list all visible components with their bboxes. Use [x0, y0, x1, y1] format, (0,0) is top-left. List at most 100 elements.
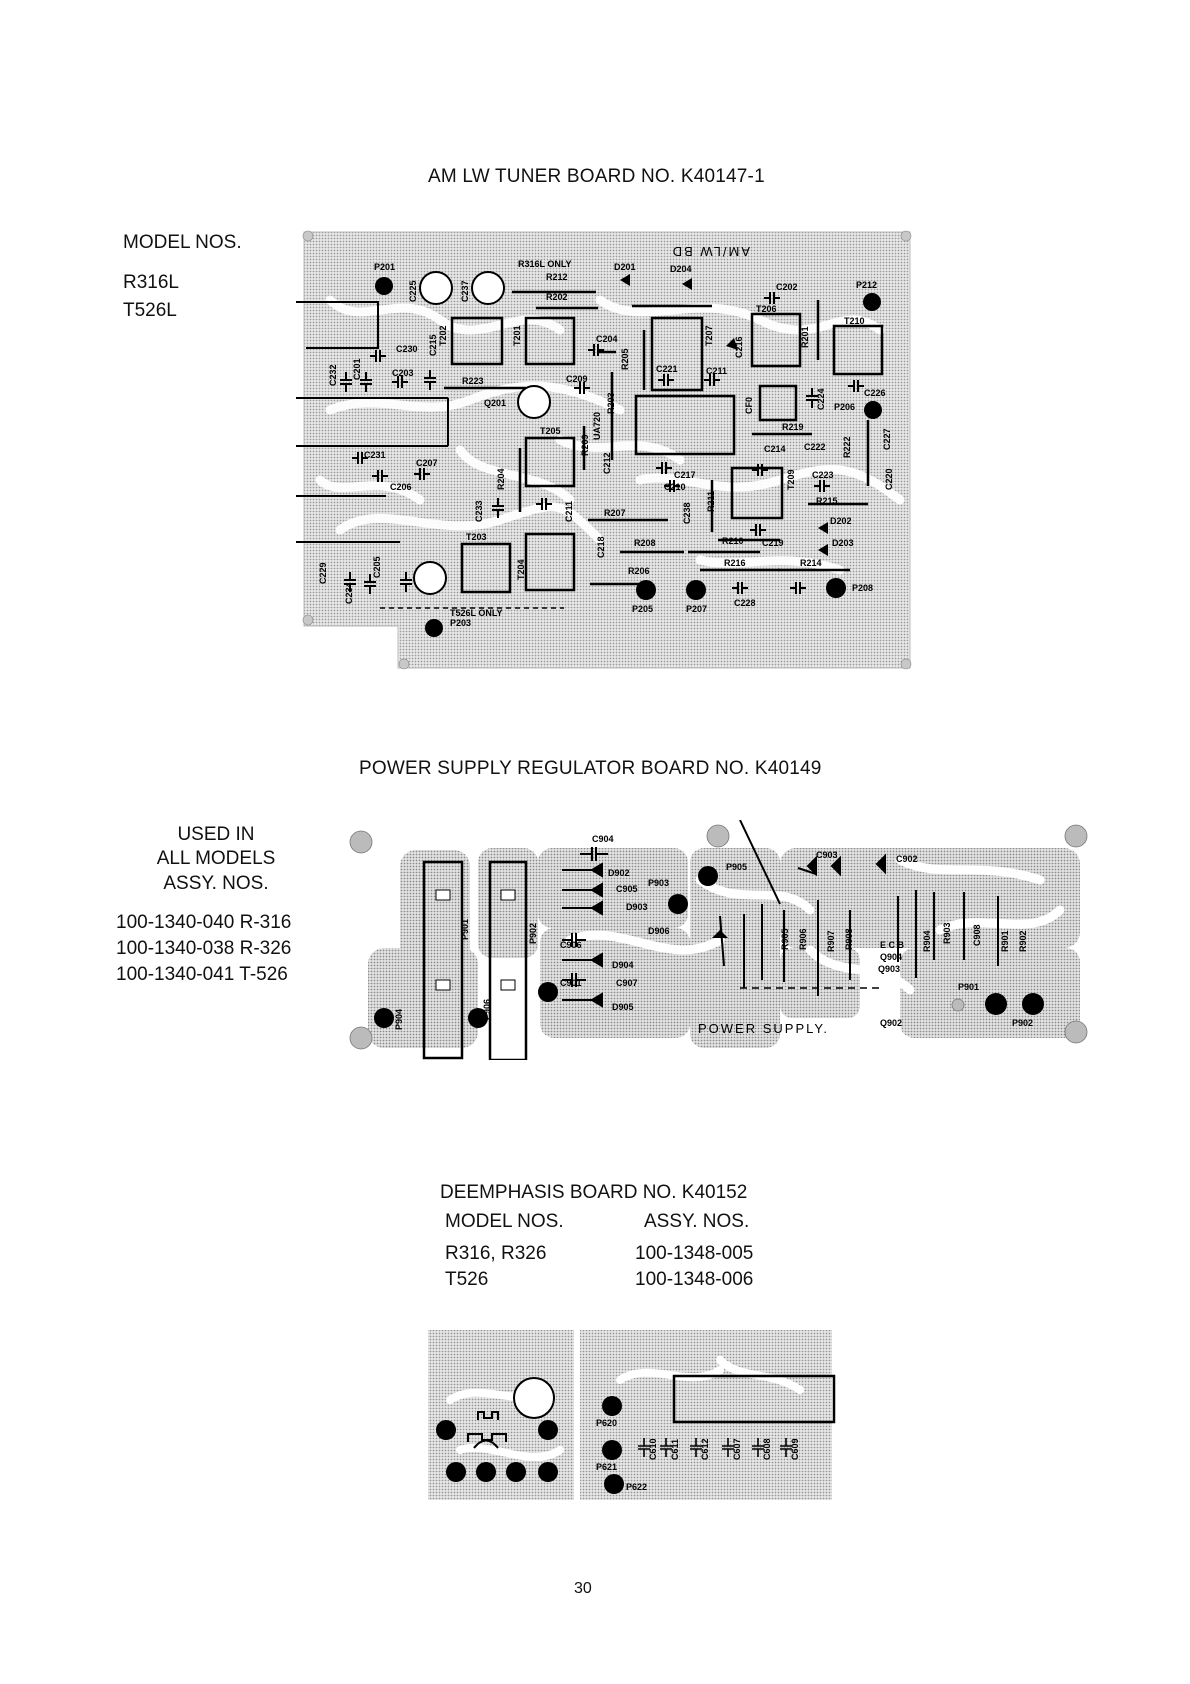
component-label: C211 [564, 501, 574, 522]
component-label: C206 [390, 482, 412, 492]
component-label: R201 [800, 326, 810, 348]
component-label: R209 [580, 434, 590, 456]
component-label: P208 [852, 583, 873, 593]
component-label: Q201 [484, 398, 506, 408]
component-label: R211 [706, 491, 716, 512]
component-label: R904 [922, 930, 932, 952]
component-label: P203 [450, 618, 471, 628]
component-label: C612 [700, 1438, 710, 1460]
component-label: R216 [724, 558, 746, 568]
component-label: P902 [528, 923, 538, 944]
component-label: C902 [896, 854, 918, 864]
component-label: T526L ONLY [450, 608, 503, 618]
power-board-title: POWER SUPPLY REGULATOR BOARD NO. K40149 [359, 758, 822, 779]
component-label: C207 [416, 458, 438, 468]
component-label: C901 [560, 978, 582, 988]
component-label: C233 [474, 500, 484, 522]
component-label: C210 [664, 482, 686, 492]
component-label: P901 [460, 919, 470, 940]
component-label: D906 [648, 926, 670, 936]
component-label: D905 [612, 1002, 634, 1012]
power-assy-3: 100-1340-041 T-526 [116, 964, 288, 985]
component-label: C215 [428, 334, 438, 356]
component-label: D904 [612, 960, 634, 970]
power-board-diagram: POWER SUPPLY. C904 D902 C905 D903 P903 P… [349, 820, 1088, 1060]
component-label: R204 [496, 468, 506, 490]
component-label: C907 [616, 978, 638, 988]
component-label: C223 [812, 470, 834, 480]
component-label: R208 [634, 538, 656, 548]
component-label: D203 [832, 538, 854, 548]
tuner-board-diagram: AM/LW BD [296, 230, 912, 670]
component-label: D204 [670, 264, 692, 274]
deemphasis-models-heading: MODEL NOS. [445, 1211, 564, 1232]
component-label: C905 [616, 884, 638, 894]
component-label: C211 [706, 366, 727, 376]
component-label: D201 [614, 262, 636, 272]
component-label: C230 [396, 344, 418, 354]
component-label: R212 [546, 272, 568, 282]
component-label: T205 [540, 426, 561, 436]
component-label: C204 [596, 334, 618, 344]
component-label: P901 [958, 982, 979, 992]
component-label: C203 [392, 368, 414, 378]
component-label: C201 [352, 358, 362, 380]
component-label: C224 [816, 388, 826, 410]
component-label: C234 [344, 582, 354, 604]
component-label: R219 [782, 422, 804, 432]
component-label: C212 [602, 452, 612, 474]
tuner-model-1: R316L [123, 272, 179, 293]
component-label: R206 [628, 566, 650, 576]
component-label: C218 [596, 536, 606, 558]
component-label: C202 [776, 282, 798, 292]
component-label: P906 [482, 999, 492, 1020]
component-label: R215 [816, 496, 838, 506]
component-label: C232 [328, 364, 338, 386]
component-label: C906 [560, 940, 582, 950]
component-label: R905 [780, 928, 790, 950]
component-label: R316L ONLY [518, 259, 572, 269]
component-label: C231 [364, 450, 386, 460]
deemphasis-row-2-model: T526 [445, 1269, 489, 1290]
component-label: R906 [798, 928, 808, 950]
tuner-model-2: T526L [123, 300, 177, 321]
component-label: P621 [596, 1462, 617, 1472]
component-label: T206 [756, 304, 777, 314]
component-label: C219 [762, 538, 784, 548]
component-label: P902 [1012, 1018, 1033, 1028]
component-label: T204 [516, 559, 526, 580]
component-label: C214 [764, 444, 786, 454]
deemphasis-assy-heading: ASSY. NOS. [644, 1211, 750, 1232]
component-label: T203 [466, 532, 487, 542]
component-label: C227 [882, 428, 892, 450]
component-label: P206 [834, 402, 855, 412]
component-label: R903 [942, 922, 952, 944]
component-label: C908 [972, 924, 982, 946]
component-label: C238 [682, 502, 692, 524]
component-label: C608 [762, 1438, 772, 1460]
component-label: C226 [864, 388, 886, 398]
component-label: Q903 [878, 964, 900, 974]
component-label: E C B [880, 940, 905, 950]
deemphasis-row-1-model: R316, R326 [445, 1243, 547, 1264]
component-label: P201 [374, 262, 395, 272]
deemphasis-board-diagram: P620 P621 P622 C610 C611 C612 C607 C608 … [428, 1330, 836, 1500]
component-label: C609 [790, 1438, 800, 1460]
component-label: T207 [704, 325, 714, 346]
component-label: R908 [844, 928, 854, 950]
component-label: R210 [722, 536, 744, 546]
component-label: P212 [856, 280, 877, 290]
component-label: T209 [786, 469, 796, 490]
component-label: R203 [606, 392, 616, 414]
component-label: C611 [670, 1439, 680, 1460]
component-label: C205 [372, 556, 382, 578]
component-label: P205 [632, 604, 653, 614]
component-label: CF0 [744, 397, 754, 414]
component-label: R214 [800, 558, 822, 568]
tuner-board-marking: AM/LW BD [671, 244, 750, 259]
component-label: C607 [732, 1438, 742, 1460]
component-label: R223 [462, 376, 484, 386]
component-label: D202 [830, 516, 852, 526]
component-label: C220 [884, 468, 894, 490]
